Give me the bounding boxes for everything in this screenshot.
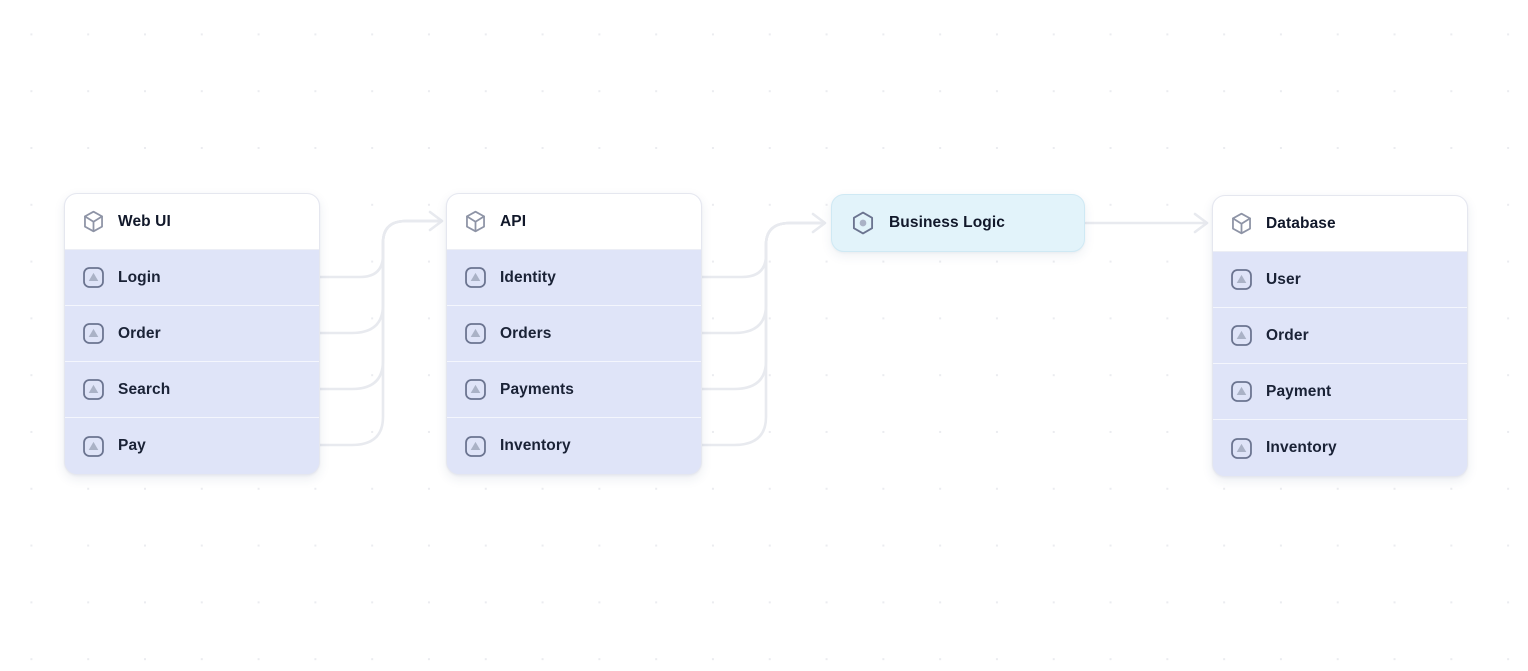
edge-webui-order-to-api	[318, 219, 442, 335]
triangle-box-icon	[1229, 323, 1254, 348]
row-api-identity[interactable]: Identity	[447, 250, 701, 306]
edge-api-payments-to-bl	[700, 221, 826, 391]
node-database[interactable]: Database User Order	[1212, 195, 1468, 477]
arrowhead-api	[428, 210, 444, 232]
cube-icon	[1229, 211, 1254, 236]
triangle-box-icon	[463, 321, 488, 346]
edge-webui-login-to-api	[318, 219, 442, 279]
node-web-ui-header[interactable]: Web UI	[65, 194, 319, 250]
row-api-inventory[interactable]: Inventory	[447, 418, 701, 474]
row-api-orders[interactable]: Orders	[447, 306, 701, 362]
row-api-payments[interactable]: Payments	[447, 362, 701, 418]
row-label: Payments	[500, 380, 575, 398]
row-database-inventory[interactable]: Inventory	[1213, 420, 1467, 476]
row-label: Order	[1266, 326, 1309, 344]
node-api-header[interactable]: API	[447, 194, 701, 250]
row-label: Login	[118, 268, 161, 286]
triangle-box-icon	[81, 265, 106, 290]
row-web-ui-order[interactable]: Order	[65, 306, 319, 362]
node-database-title: Database	[1266, 214, 1336, 232]
hexagon-dot-icon	[850, 210, 876, 236]
node-web-ui[interactable]: Web UI Login Order	[64, 193, 320, 475]
edge-webui-search-to-api	[318, 219, 442, 391]
edge-group-api-to-business-logic	[700, 212, 827, 447]
triangle-box-icon	[81, 321, 106, 346]
triangle-box-icon	[81, 377, 106, 402]
arrowhead-business-logic	[811, 212, 827, 234]
row-database-payment[interactable]: Payment	[1213, 364, 1467, 420]
arrowhead-database	[1193, 212, 1209, 234]
row-label: Order	[118, 324, 161, 342]
row-label: Orders	[500, 324, 552, 342]
row-label: Search	[118, 380, 171, 398]
node-database-rows: User Order Payment	[1213, 252, 1467, 476]
node-web-ui-title: Web UI	[118, 212, 171, 230]
edge-group-webui-to-api	[318, 210, 444, 447]
triangle-box-icon	[1229, 267, 1254, 292]
edge-api-identity-to-bl	[700, 221, 826, 279]
node-business-logic-title: Business Logic	[889, 214, 1005, 231]
node-api[interactable]: API Identity Orders	[446, 193, 702, 475]
edge-group-business-logic-to-database	[1084, 212, 1209, 234]
triangle-box-icon	[81, 434, 106, 459]
cube-icon	[81, 209, 106, 234]
row-web-ui-search[interactable]: Search	[65, 362, 319, 418]
node-web-ui-rows: Login Order Search	[65, 250, 319, 474]
row-label: Identity	[500, 268, 556, 286]
row-label: Payment	[1266, 382, 1332, 400]
row-label: Inventory	[500, 437, 571, 454]
triangle-box-icon	[1229, 436, 1254, 461]
node-api-title: API	[500, 212, 527, 230]
row-database-order[interactable]: Order	[1213, 308, 1467, 364]
row-web-ui-login[interactable]: Login	[65, 250, 319, 306]
row-label: Pay	[118, 437, 146, 454]
edge-api-orders-to-bl	[700, 221, 826, 335]
node-business-logic[interactable]: Business Logic	[831, 194, 1085, 252]
triangle-box-icon	[463, 377, 488, 402]
edge-api-inventory-to-bl	[700, 221, 826, 447]
edge-webui-pay-to-api	[318, 219, 442, 447]
row-label: User	[1266, 270, 1301, 288]
row-label: Inventory	[1266, 439, 1337, 456]
triangle-box-icon	[1229, 379, 1254, 404]
row-database-user[interactable]: User	[1213, 252, 1467, 308]
triangle-box-icon	[463, 434, 488, 459]
cube-icon	[463, 209, 488, 234]
row-web-ui-pay[interactable]: Pay	[65, 418, 319, 474]
triangle-box-icon	[463, 265, 488, 290]
node-database-header[interactable]: Database	[1213, 196, 1467, 252]
node-api-rows: Identity Orders Payments	[447, 250, 701, 474]
